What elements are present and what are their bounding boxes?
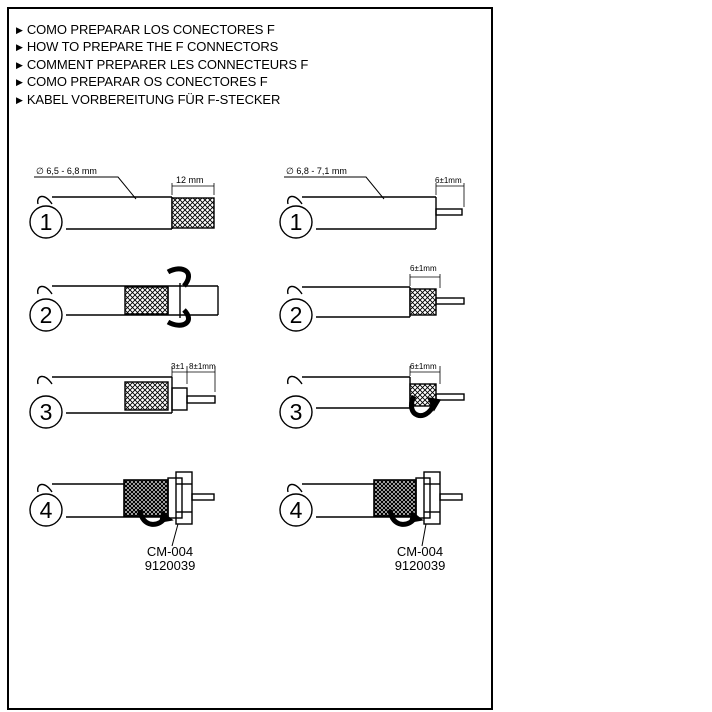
title-de: KABEL VORBEREITUNG FÜR F-STECKER	[16, 92, 308, 109]
product-codes: CM-004 9120039 CM-004 9120039	[145, 544, 446, 573]
right-step-number-2: 2	[290, 302, 303, 328]
left-step-3	[29, 366, 216, 429]
right-step-4	[279, 471, 463, 547]
right-step2-dim: 6±1mm	[410, 264, 437, 273]
right-code-model: CM-004	[397, 544, 443, 559]
right-step-number-3: 3	[290, 399, 303, 425]
left-step3-dim-a: 3±1	[171, 362, 185, 371]
left-step-number-2: 2	[40, 302, 53, 328]
right-step-1	[279, 176, 465, 239]
left-step-number-3: 3	[40, 399, 53, 425]
left-diameter-label: ∅ 6,5 - 6,8 mm	[36, 166, 97, 176]
right-step3-dim: 6±1mm	[410, 362, 437, 371]
right-step-number-1: 1	[290, 209, 303, 235]
right-step1-dim: 6±1mm	[435, 176, 462, 185]
dimension-labels: ∅ 6,5 - 6,8 mm 12 mm 3±1 8±1mm ∅ 6,8 - 7…	[36, 166, 462, 371]
left-step3-dim-b: 8±1mm	[189, 362, 216, 371]
right-step-number-4: 4	[290, 497, 303, 523]
instruction-sheet	[7, 7, 493, 710]
title-es: COMO PREPARAR LOS CONECTORES F	[16, 22, 308, 39]
left-step-4	[29, 471, 215, 547]
left-step-1	[29, 176, 215, 239]
right-diameter-label: ∅ 6,8 - 7,1 mm	[286, 166, 347, 176]
left-code-number: 9120039	[145, 558, 196, 573]
left-step-number-1: 1	[40, 209, 53, 235]
left-step-2	[29, 266, 219, 332]
title-fr: COMMENT PREPARER LES CONNECTEURS F	[16, 57, 309, 74]
title-list: COMO PREPARAR LOS CONECTORES F HOW TO PR…	[16, 22, 309, 109]
right-code-number: 9120039	[395, 558, 446, 573]
title-pt: COMO PREPARAR OS CONECTORES F	[16, 74, 308, 91]
left-code-model: CM-004	[147, 544, 193, 559]
left-step1-dim: 12 mm	[176, 175, 204, 185]
right-step-2	[279, 274, 465, 332]
right-step-3	[279, 366, 465, 429]
left-step-number-4: 4	[40, 497, 53, 523]
title-en: HOW TO PREPARE THE F CONNECTORS	[16, 39, 308, 56]
step-numbers: 1 2 3 4 1 2 3 4	[40, 209, 303, 523]
